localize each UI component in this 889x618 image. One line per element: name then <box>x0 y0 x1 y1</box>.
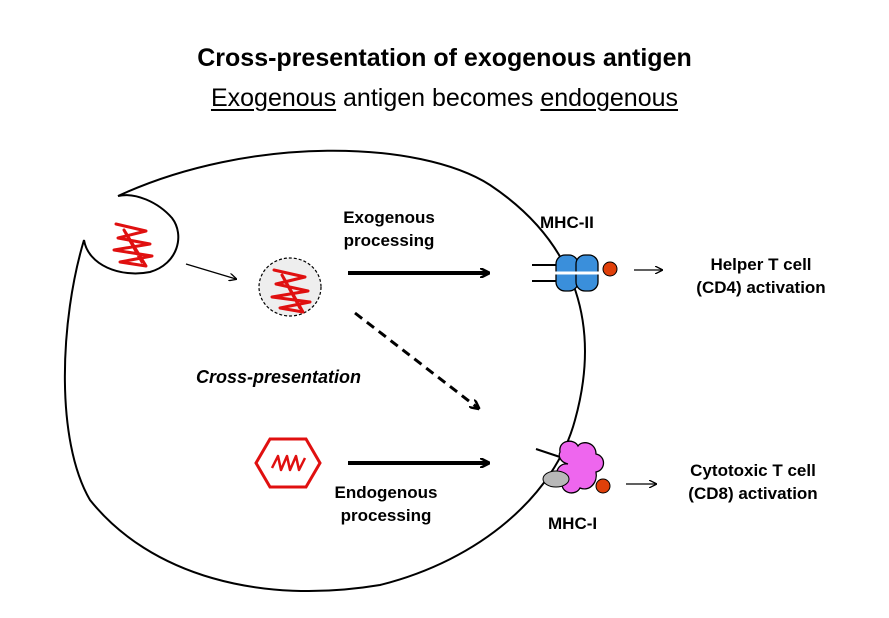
subtitle-exogenous: Exogenous <box>210 84 337 112</box>
mhc-ii-molecule-icon <box>532 254 618 292</box>
cell-membrane <box>63 149 586 593</box>
endosome-antigen-icon <box>270 268 312 314</box>
subtitle-endogenous: endogenous <box>540 84 679 112</box>
cytotoxic-t-cell-label: Cytotoxic T cell (CD8) activation <box>688 461 818 503</box>
uptake-arrow <box>185 263 236 279</box>
helper-t-cell-label: Helper T cell (CD4) activation <box>696 255 826 297</box>
mhc-ii-label: MHC-II <box>540 213 594 232</box>
endogenous-processing-label: Endogenous processing <box>334 483 438 525</box>
exogenous-processing-label: Exogenous processing <box>343 208 435 250</box>
cross-presentation-label: Cross-presentation <box>196 367 362 387</box>
exogenous-antigen-icon <box>112 222 154 268</box>
endogenous-antigen-coil-icon <box>270 454 307 472</box>
diagram-subtitle: Exogenous antigen becomes endogenous <box>0 84 889 113</box>
diagram-title: Cross-presentation of exogenous antigen <box>197 44 692 72</box>
mhc-i-label: MHC-I <box>548 514 598 533</box>
mhc-i-molecule-icon <box>535 440 611 494</box>
subtitle-middle: antigen becomes <box>336 84 541 112</box>
cross-presentation-arrow <box>354 311 478 408</box>
